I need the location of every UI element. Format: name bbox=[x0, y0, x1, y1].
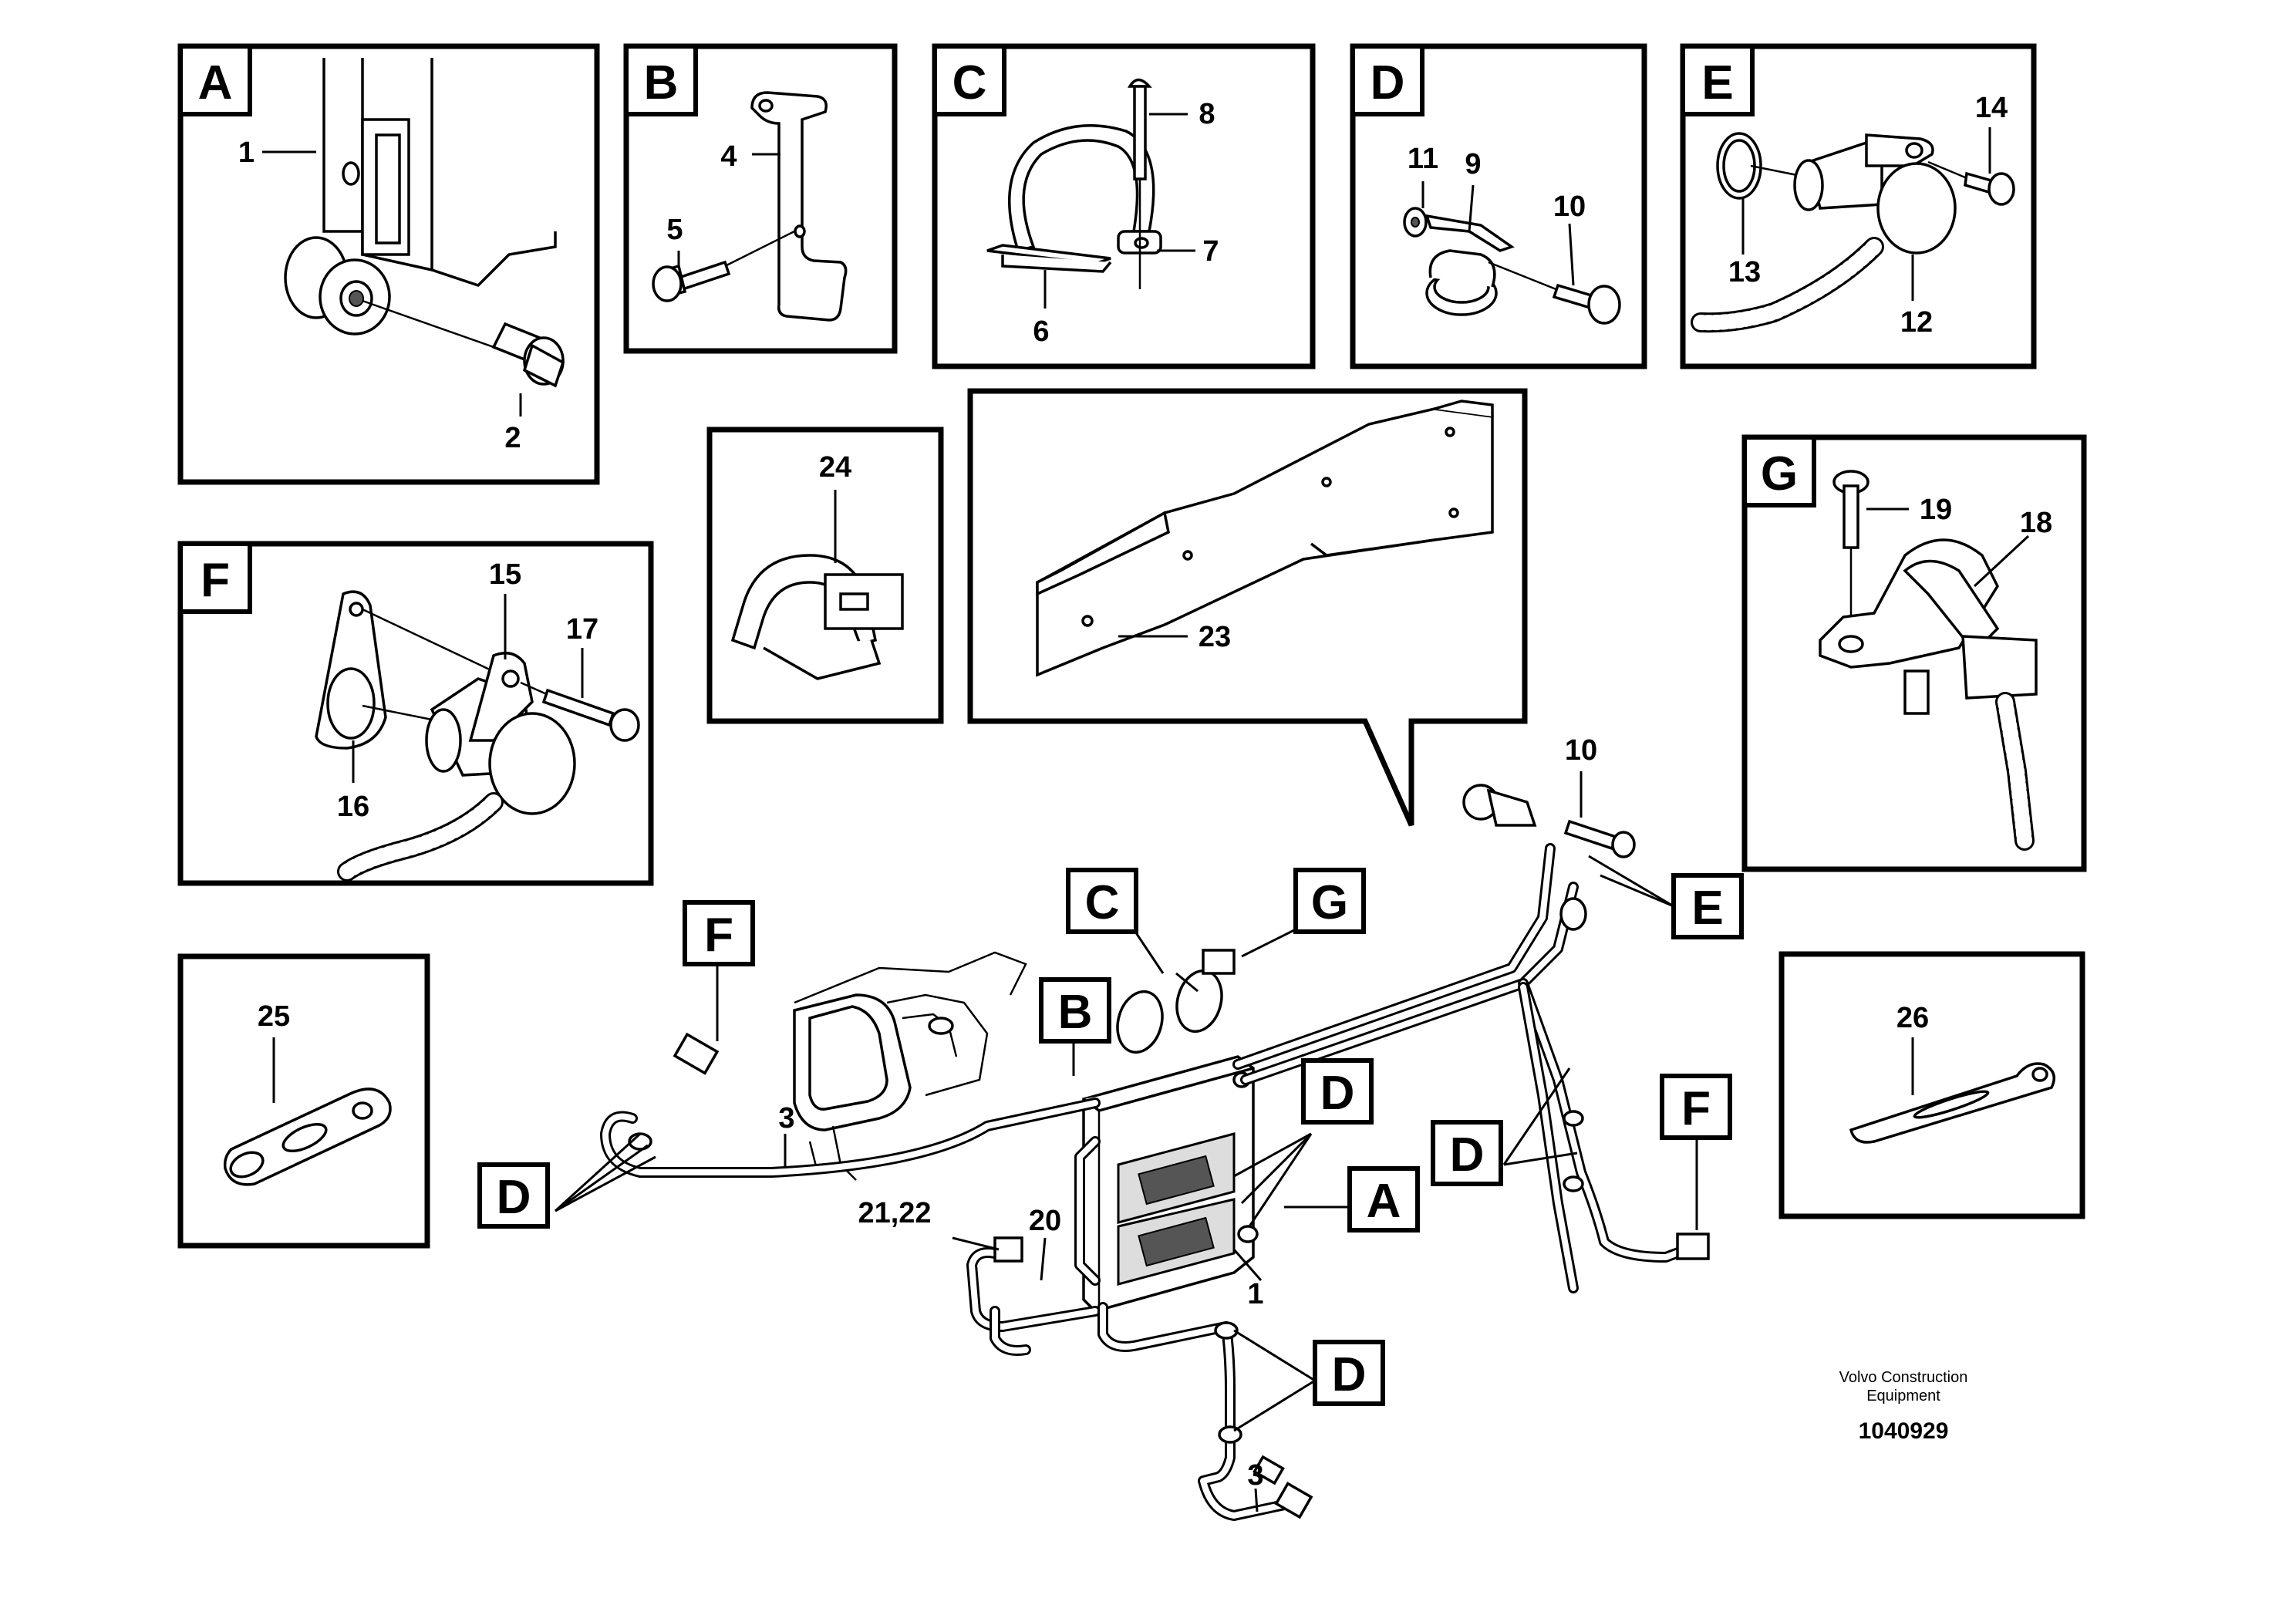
main-tag-e: E bbox=[1691, 882, 1723, 935]
detail-view-g: G 19 18 bbox=[1741, 434, 2087, 872]
part-23-view: 23 bbox=[967, 388, 1528, 827]
main-callout-3: 3 bbox=[778, 1102, 794, 1135]
part-26-view: 26 bbox=[1778, 951, 2085, 1219]
cable-tie-drawing bbox=[986, 124, 1162, 273]
leader-lines bbox=[554, 771, 1698, 1512]
main-connectors bbox=[628, 784, 1710, 1519]
publisher-credit: Volvo Construction Equipment 1040929 bbox=[1839, 1369, 1968, 1444]
bracket-26-drawing bbox=[1849, 1062, 2056, 1144]
detail-view-c: C 8 7 6 bbox=[932, 43, 1316, 369]
detail-view-b: B 4 5 bbox=[623, 43, 898, 354]
callout-18: 18 bbox=[2020, 507, 2052, 539]
bolt-10-drawing bbox=[1488, 261, 1621, 325]
bolt-17-drawing bbox=[520, 681, 640, 742]
credit-line-2: Equipment bbox=[1866, 1388, 1940, 1404]
main-callout-21-22: 21,22 bbox=[858, 1197, 931, 1229]
callout-26: 26 bbox=[1896, 1002, 1929, 1034]
callout-23: 23 bbox=[1199, 621, 1231, 653]
main-tag-d-bottom: D bbox=[1332, 1348, 1367, 1401]
screw-19-drawing bbox=[1832, 470, 1870, 640]
callout-10: 10 bbox=[1553, 191, 1586, 223]
detail-e-tag: E bbox=[1701, 56, 1733, 110]
detail-c-tag: C bbox=[952, 56, 987, 110]
clamp-9-drawing bbox=[1403, 207, 1515, 316]
callout-6: 6 bbox=[1033, 315, 1049, 348]
main-tag-g: G bbox=[1311, 876, 1348, 929]
main-tag-a: A bbox=[1367, 1175, 1401, 1228]
part-25-view: 25 bbox=[177, 953, 430, 1249]
detail-view-a: A 1 2 bbox=[177, 43, 600, 485]
o-ring-13-drawing bbox=[1716, 132, 1762, 200]
bolt-14-drawing bbox=[1927, 160, 2015, 206]
detail-view-d: D 11 9 10 bbox=[1350, 43, 1647, 369]
sensor-18-drawing bbox=[1819, 538, 2038, 715]
detail-view-f: F 15 17 16 bbox=[177, 541, 654, 886]
callout-14: 14 bbox=[1975, 92, 2008, 124]
callout-9: 9 bbox=[1465, 148, 1481, 180]
sensor-15-drawing bbox=[362, 608, 576, 815]
detail-b-tag: B bbox=[644, 56, 679, 110]
ecu-module bbox=[1082, 1055, 1259, 1313]
callout-4: 4 bbox=[720, 140, 737, 173]
main-tag-d-center: D bbox=[1320, 1067, 1355, 1120]
main-callout-20: 20 bbox=[1029, 1205, 1061, 1237]
detail-a-tag: A bbox=[198, 56, 233, 110]
detail-view-e: E 14 13 12 bbox=[1680, 43, 2037, 369]
main-tag-c: C bbox=[1085, 876, 1120, 929]
callout-15: 15 bbox=[489, 558, 521, 591]
bolt-5-drawing bbox=[652, 230, 795, 302]
main-tag-f-right: F bbox=[1681, 1082, 1711, 1135]
main-view-tags: C G E F B D D D A F D bbox=[477, 868, 1744, 1406]
main-tag-d-left: D bbox=[497, 1171, 531, 1224]
bolt-2-drawing bbox=[362, 299, 565, 388]
bracket-25-drawing bbox=[223, 1088, 392, 1186]
main-bolt-10 bbox=[1563, 819, 1636, 858]
main-callout-3b: 3 bbox=[1247, 1459, 1263, 1492]
ecu-housing-drawing bbox=[284, 58, 557, 336]
callout-19: 19 bbox=[1920, 494, 1952, 526]
callout-24: 24 bbox=[819, 451, 851, 484]
screw-8-drawing bbox=[1127, 78, 1152, 289]
callout-8: 8 bbox=[1199, 98, 1215, 130]
sensor-12-drawing bbox=[1750, 133, 1957, 255]
main-callout-1: 1 bbox=[1247, 1278, 1263, 1310]
callout-7: 7 bbox=[1202, 235, 1219, 268]
document-number: 1040929 bbox=[1859, 1418, 1949, 1444]
callout-2: 2 bbox=[504, 422, 521, 454]
engine-background-outline bbox=[793, 951, 1027, 1181]
callout-13: 13 bbox=[1728, 256, 1761, 288]
cover-23-drawing bbox=[1036, 400, 1494, 677]
credit-line-1: Volvo Construction bbox=[1839, 1369, 1968, 1386]
wiring-harness bbox=[600, 843, 1702, 1521]
main-callout-10: 10 bbox=[1565, 734, 1597, 767]
detail-f-tag: F bbox=[201, 554, 230, 607]
clip-24-drawing bbox=[730, 554, 904, 680]
main-tag-d-right: D bbox=[1450, 1128, 1485, 1182]
callout-5: 5 bbox=[666, 214, 683, 246]
part-24-view: 24 bbox=[706, 427, 944, 724]
main-tag-f-left: F bbox=[704, 909, 733, 962]
main-assembly-view: C G E F B D D D A F D 10 3 21,22 20 1 bbox=[477, 734, 1744, 1521]
callout-25: 25 bbox=[258, 1000, 290, 1033]
callout-11: 11 bbox=[1408, 143, 1438, 175]
main-tag-b: B bbox=[1058, 986, 1093, 1039]
callout-17: 17 bbox=[566, 613, 598, 646]
detail-g-tag: G bbox=[1761, 447, 1798, 501]
callout-16: 16 bbox=[337, 791, 369, 823]
callout-1: 1 bbox=[238, 137, 255, 169]
bracket-4-drawing bbox=[750, 91, 848, 322]
callout-12: 12 bbox=[1900, 306, 1933, 339]
detail-d-tag: D bbox=[1371, 56, 1405, 110]
